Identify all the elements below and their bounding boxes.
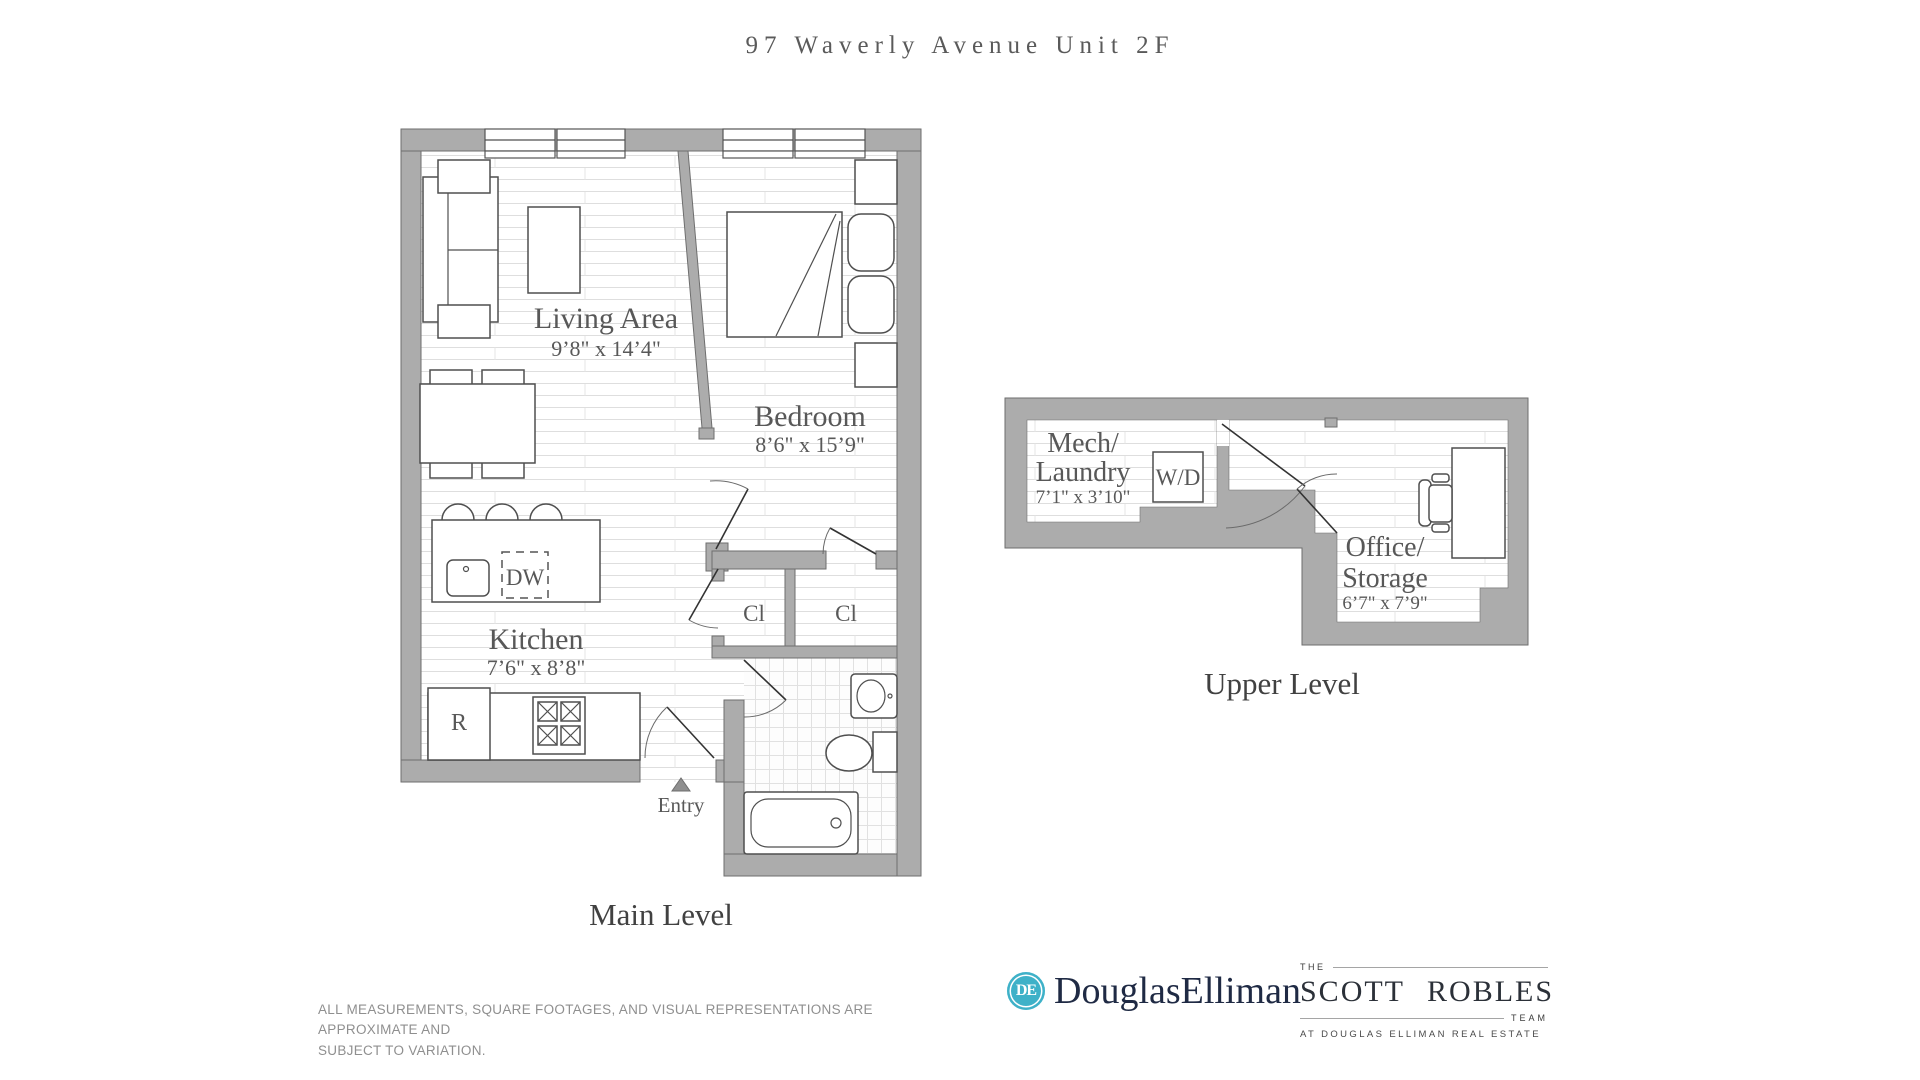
- bar-stool: [441, 503, 475, 521]
- bedroom-label: Bedroom: [754, 400, 866, 433]
- entry-arrow-icon: [671, 777, 691, 792]
- end-table: [437, 304, 491, 339]
- team-logo-row-the: THE: [1300, 962, 1548, 972]
- pillow: [847, 213, 895, 272]
- refrigerator-box: [427, 687, 491, 761]
- nightstand: [854, 342, 898, 388]
- team-name-robles: ROBLES: [1427, 975, 1555, 1008]
- wall-bathroom-top: [711, 645, 898, 659]
- closet1-door: [688, 568, 719, 629]
- bathroom-door: [743, 659, 787, 718]
- upper-level-plan: Mech/ Laundry 7’1" x 3’10" W/D Office/ S…: [1004, 397, 1529, 646]
- wall-left: [400, 150, 422, 783]
- office-chair: [1418, 473, 1453, 533]
- closet1-label: Cl: [743, 601, 765, 626]
- nightstand: [854, 159, 898, 205]
- kitchen-label: Kitchen: [489, 623, 584, 656]
- bed: [726, 211, 895, 338]
- divider-line: [1300, 1017, 1504, 1019]
- wall-bedroom-bottom-stub: [875, 550, 898, 570]
- office-storage-dims: 6’7" x 7’9": [1342, 593, 1427, 614]
- end-table: [437, 159, 491, 194]
- bathroom-sink: [850, 673, 898, 719]
- team-the-label: THE: [1300, 962, 1326, 972]
- mech-laundry-dims: 7’1" x 3’10": [1036, 487, 1131, 508]
- douglas-elliman-monogram-icon: DE: [1007, 972, 1045, 1010]
- kitchen-counter: [427, 687, 641, 761]
- burner-icon: [537, 701, 558, 722]
- wall-closet-divider: [784, 568, 796, 647]
- faucet-icon: [887, 693, 893, 699]
- washer-dryer-label: W/D: [1156, 465, 1201, 490]
- burner-icon: [537, 725, 558, 746]
- faucet-icon: [462, 565, 470, 573]
- toilet: [825, 731, 898, 773]
- team-logo-row-names: SCOTT ROBLES: [1300, 975, 1552, 1009]
- douglas-elliman-wordmark: DouglasElliman: [1054, 970, 1301, 1012]
- drain-icon: [830, 817, 842, 829]
- kitchen-dims: 7’6" x 8’8": [487, 655, 586, 680]
- office-storage-label-2: Storage: [1342, 563, 1428, 594]
- douglas-elliman-logo: DE DouglasElliman: [1007, 972, 1301, 1010]
- kitchen-island: [431, 503, 601, 603]
- bar-stool: [485, 503, 519, 521]
- mech-door: [1221, 423, 1306, 529]
- main-level-caption: Main Level: [589, 897, 733, 932]
- kitchen-sink: [446, 559, 490, 597]
- page-title: 97 Waverly Avenue Unit 2F: [745, 32, 1175, 59]
- closet2-door: [822, 527, 877, 555]
- living-area-dims: 9’8" x 14’4": [551, 336, 661, 361]
- door-jamb: [698, 427, 715, 440]
- team-logo-row-team: TEAM: [1300, 1013, 1548, 1023]
- sofa: [422, 176, 499, 323]
- scott-robles-team-logo: THE SCOTT ROBLES TEAM AT DOUGLAS ELLIMAN…: [1300, 962, 1552, 1040]
- bar-stool: [529, 503, 563, 521]
- window: [484, 128, 556, 159]
- living-area-label: Living Area: [534, 302, 678, 335]
- disclaimer-line-1: ALL MEASUREMENTS, SQUARE FOOTAGES, AND V…: [318, 1002, 873, 1038]
- team-name-scott: SCOTT: [1300, 975, 1406, 1008]
- mech-laundry-label-1: Mech/: [1047, 428, 1119, 459]
- team-word-label: TEAM: [1510, 1013, 1548, 1023]
- bedroom-door: [709, 480, 749, 550]
- window: [794, 128, 866, 159]
- divider-line: [1332, 966, 1548, 968]
- dining-set: [419, 369, 536, 479]
- office-door: [1296, 473, 1338, 534]
- bedroom-dims: 8’6" x 15’9": [755, 432, 865, 457]
- team-tagline: AT DOUGLAS ELLIMAN REAL ESTATE: [1300, 1029, 1541, 1040]
- disclaimer-line-2: SUBJECT TO VARIATION.: [318, 1042, 486, 1058]
- window: [556, 128, 626, 159]
- closet2-label: Cl: [835, 601, 857, 626]
- washer-dryer-box: [1152, 451, 1204, 503]
- disclaimer-text: ALL MEASUREMENTS, SQUARE FOOTAGES, AND V…: [318, 1000, 958, 1061]
- window: [722, 128, 794, 159]
- dishwasher-label: DW: [506, 565, 545, 590]
- refrigerator-label: R: [451, 710, 467, 736]
- desk: [1451, 447, 1506, 559]
- entry-door: [644, 706, 715, 759]
- door-jamb: [1324, 417, 1338, 428]
- coffee-table: [527, 206, 581, 294]
- main-level-plan: Living Area 9’8" x 14’4" Bedroom 8’6" x …: [400, 128, 922, 877]
- wall-bathroom-left: [723, 699, 745, 783]
- mech-laundry-label-2: Laundry: [1036, 457, 1131, 488]
- wall-right: [896, 150, 922, 877]
- wall-bottom-right: [723, 853, 922, 877]
- office-storage-floor: [1228, 419, 1509, 623]
- upper-level-caption: Upper Level: [1204, 666, 1360, 701]
- entry-label: Entry: [658, 793, 705, 817]
- office-storage-label-1: Office/: [1346, 532, 1425, 563]
- wall-bedroom-bottom: [711, 550, 827, 570]
- pillow: [847, 275, 895, 334]
- burner-icon: [560, 701, 581, 722]
- dishwasher-outline: [501, 551, 549, 599]
- burner-icon: [560, 725, 581, 746]
- wall-bottom-left: [400, 759, 641, 783]
- bathtub: [743, 791, 859, 855]
